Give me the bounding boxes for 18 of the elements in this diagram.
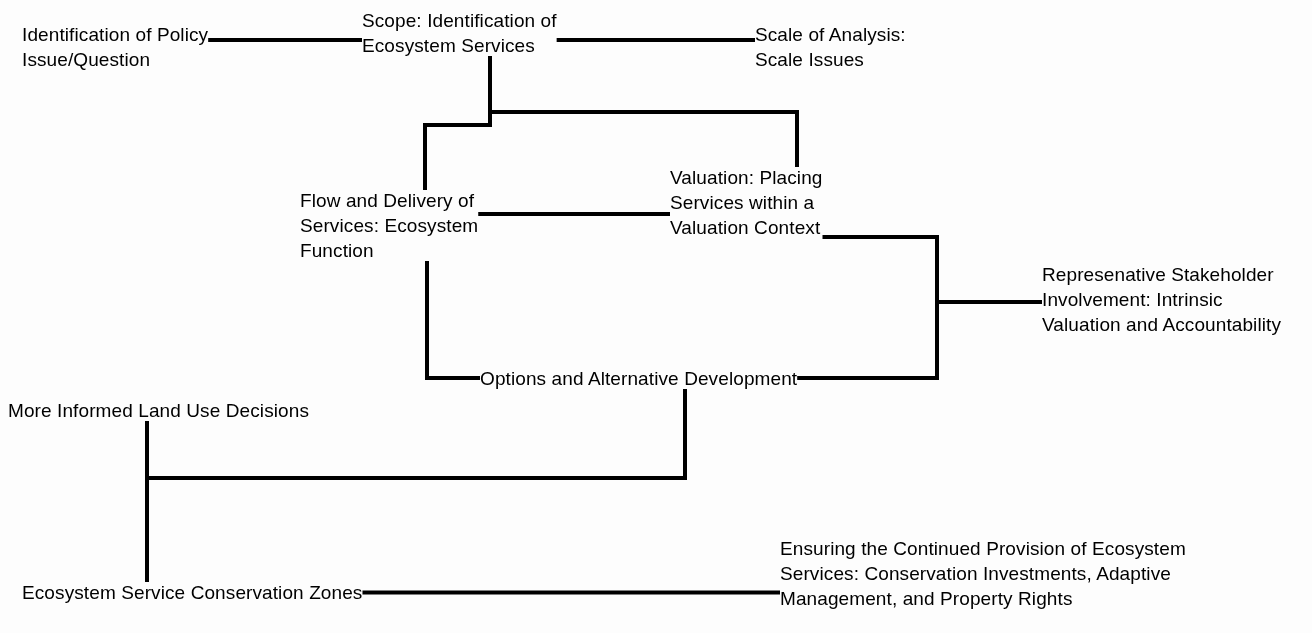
node-text: Scope: Identification of Ecosystem Services [362, 9, 558, 58]
node-text: Flow and Delivery of Services: Ecosystem Function [300, 189, 480, 263]
node-text: Identification of Policy Issue/Question [22, 23, 210, 72]
node-text: Ecosystem Service Conservation Zones [22, 581, 364, 605]
connector-line [556, 38, 755, 42]
node-text: Scale of Analysis: Scale Issues [755, 23, 907, 72]
connector-line [478, 212, 670, 216]
node-text: More Informed Land Use Decisions [8, 399, 310, 423]
node-text: Valuation: Placing Services within a Valuation Context [670, 166, 824, 240]
node-text: Represenative Stakeholder Involvement: Intrinsic Valuation and Accountability [1042, 263, 1283, 337]
node-text: Ensuring the Continued Provision of Ecosystem Services: Conservation Investments, Adaptive Management, and Property Rights [780, 537, 1187, 611]
connector-line [488, 56, 799, 167]
connector-line [797, 300, 1042, 380]
connector-line [425, 261, 480, 380]
node-text: Options and Alternative Development [480, 367, 799, 391]
connector-line [208, 38, 362, 42]
connector-line [145, 389, 687, 582]
connector-line [362, 590, 780, 595]
